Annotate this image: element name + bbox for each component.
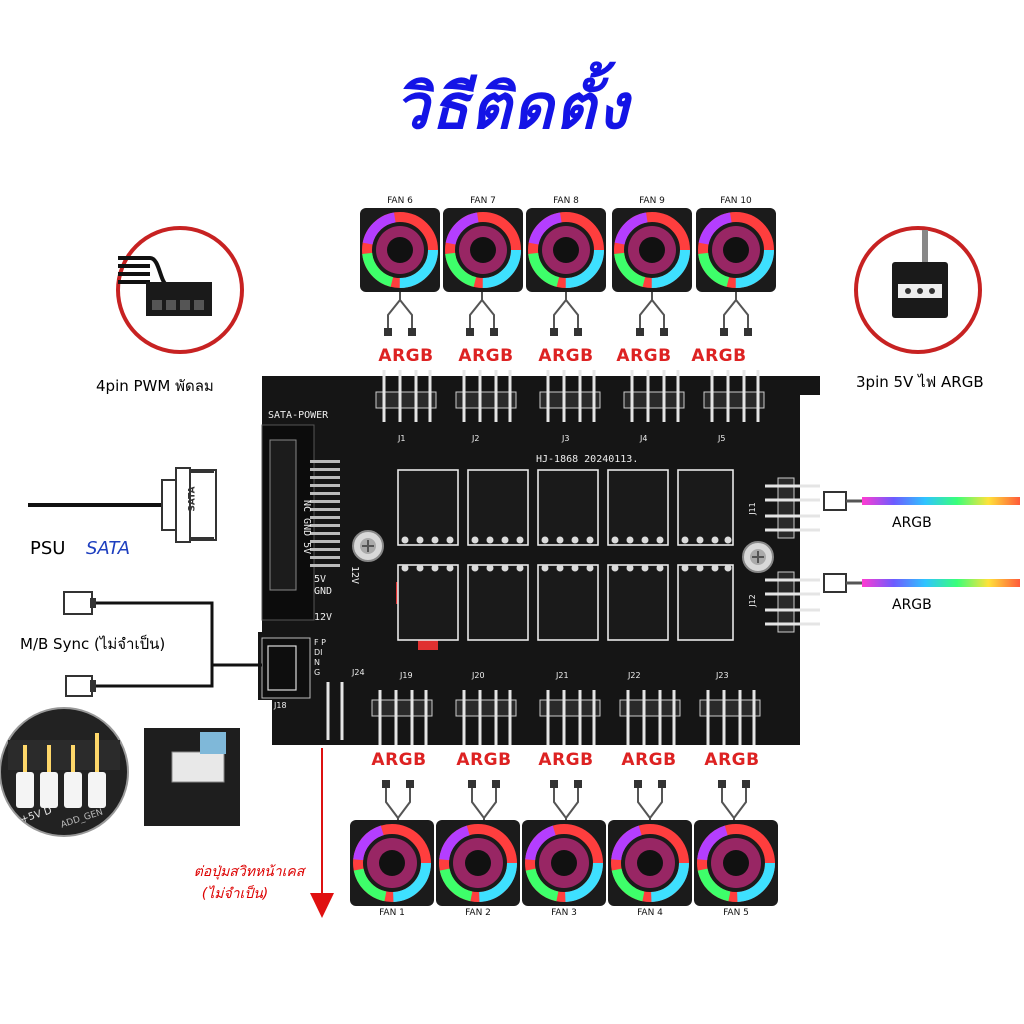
argb-strip-1: [823, 491, 1020, 511]
j22-label: J22: [628, 671, 641, 680]
bottom-fans: [350, 820, 778, 906]
fan-label-3: FAN 3: [551, 908, 577, 918]
fan-header-photo: [144, 728, 240, 826]
argb-strip-1-label: ARGB: [892, 515, 932, 531]
center-pin-array: [397, 469, 734, 641]
bottom-fan-cables: [385, 788, 747, 824]
argb-label-top-1: ARGB: [378, 346, 434, 366]
fan-2: [436, 820, 520, 906]
fan-label-9: FAN 9: [639, 196, 665, 206]
argb-strip-2-label: ARGB: [892, 597, 932, 613]
fan-label-1: FAN 1: [379, 908, 405, 918]
fan-label-6: FAN 6: [387, 196, 413, 206]
p5v-silk: 5V: [314, 574, 327, 585]
j5-label: J5: [718, 434, 726, 443]
j18-label: J18: [274, 701, 287, 710]
fan-9: [612, 208, 692, 292]
mb-sync-cable: [96, 601, 262, 688]
bottom-fan-plugs: [382, 780, 750, 788]
p12v-silk: 12V: [314, 612, 333, 623]
j24-label: J24: [352, 668, 365, 677]
fan-label-2: FAN 2: [465, 908, 491, 918]
fan-1: [350, 820, 434, 906]
argb-label-bottom-3: ARGB: [538, 750, 594, 770]
hub-pcb: [258, 370, 820, 745]
pgnd-silk: GND: [314, 586, 333, 597]
fan-label-10: FAN 10: [720, 196, 752, 206]
center-pins: [401, 536, 732, 572]
j2-label: J2: [472, 434, 480, 443]
fan-4: [608, 820, 692, 906]
sata-plug-text: SATA: [187, 486, 198, 512]
fan-7: [443, 208, 523, 292]
top-connector-pins: [382, 370, 760, 422]
bottom-connector-pins: [378, 690, 756, 745]
motherboard-header-photo: [0, 707, 129, 837]
pins-silk: NC GND 5V: [301, 500, 312, 555]
switch-label-line1: ต่อปุ่มสวิทหน้าเคส: [193, 864, 305, 880]
pins-12v-silk: 12V: [349, 566, 360, 585]
switch-arrow: [310, 748, 334, 918]
sata-pins: [310, 460, 340, 567]
j3-label: J3: [562, 434, 570, 443]
mb-sync-label: M/B Sync (ไม่จำเป็น): [20, 635, 166, 653]
j20-label: J20: [472, 671, 485, 680]
argb-label-bottom-5: ARGB: [704, 750, 760, 770]
top-connectors: [375, 391, 765, 409]
j12-label: J12: [747, 594, 757, 607]
pwm-connector-callout: [116, 226, 244, 354]
psu-sata-cable: [28, 467, 217, 543]
sync-pins-silk: F P DIN G: [314, 638, 326, 677]
fan-10: [696, 208, 776, 292]
model-silk: HJ-1868 20240113.: [536, 454, 639, 465]
j11-label: J11: [747, 502, 757, 515]
fan-6: [360, 208, 440, 292]
sata-power-silk: SATA-POWER: [268, 410, 329, 421]
switch-label-line2: (ไม่จำเป็น): [201, 886, 269, 902]
argb-label-bottom-1: ARGB: [371, 750, 427, 770]
psu-label: PSU: [30, 538, 66, 559]
argb-strip-2: [823, 573, 1020, 593]
fan-8: [526, 208, 606, 292]
j4-label: J4: [640, 434, 648, 443]
argb-label-top-5: ARGB: [691, 346, 747, 366]
argb-3pin-label: 3pin 5V ไฟ ARGB: [856, 373, 984, 391]
j23-label: J23: [716, 671, 729, 680]
pwm-label: 4pin PWM พัดลม: [96, 377, 214, 395]
top-fan-cables: [387, 292, 749, 330]
argb-label-bottom-2: ARGB: [456, 750, 512, 770]
page-title: วิธีติดตั้ง: [394, 70, 630, 143]
bottom-connectors: [371, 699, 761, 717]
j1-label: J1: [398, 434, 406, 443]
argb-label-top-3: ARGB: [538, 346, 594, 366]
top-fans: [360, 208, 776, 292]
fan-3: [522, 820, 606, 906]
fan-5: [694, 820, 778, 906]
j21-label: J21: [556, 671, 569, 680]
fan-label-4: FAN 4: [637, 908, 663, 918]
side-connectors: [777, 477, 795, 633]
top-fan-plugs: [384, 328, 752, 336]
argb-label-top-2: ARGB: [458, 346, 514, 366]
argb-label-top-4: ARGB: [616, 346, 672, 366]
fan-label-7: FAN 7: [470, 196, 496, 206]
argb-connector-callout: [854, 226, 982, 354]
sata-label: SATA: [86, 538, 131, 559]
j19-label: J19: [400, 671, 413, 680]
fan-label-5: FAN 5: [723, 908, 749, 918]
fan-label-8: FAN 8: [553, 196, 579, 206]
argb-label-bottom-4: ARGB: [621, 750, 677, 770]
